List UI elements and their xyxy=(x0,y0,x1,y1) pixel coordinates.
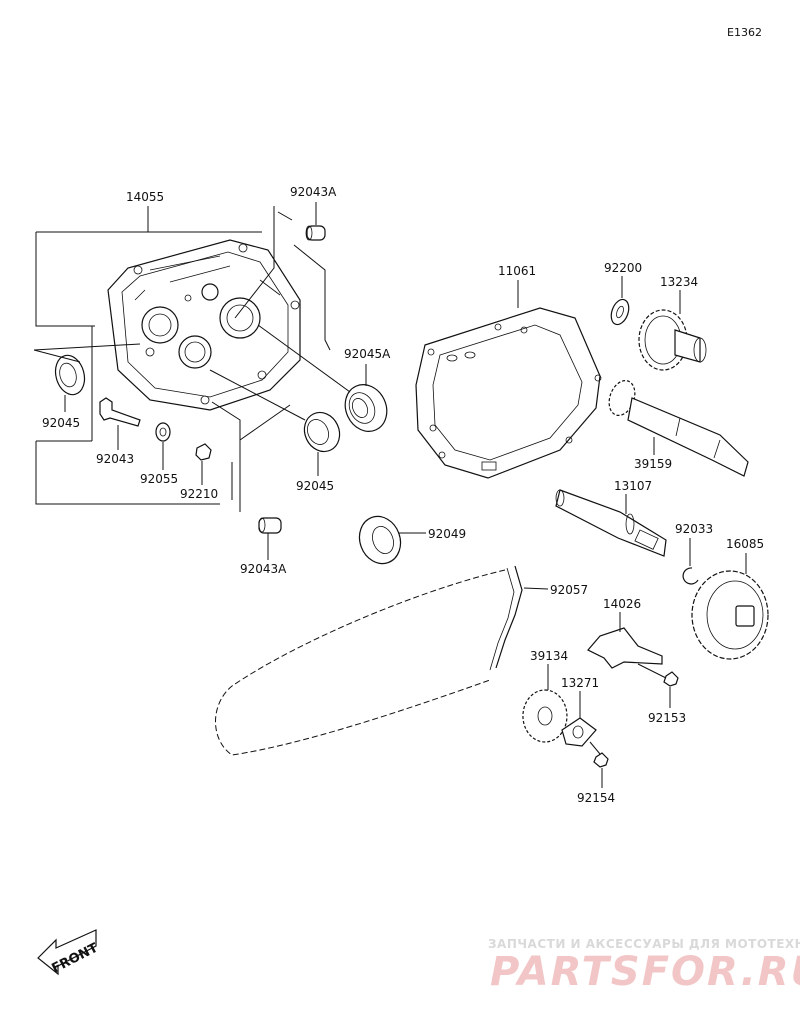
label-92154: 92154 xyxy=(577,791,615,805)
shaft-39159[interactable] xyxy=(605,377,749,477)
label-92049: 92049 xyxy=(428,527,466,541)
dowel-pin-92043A-top[interactable] xyxy=(305,225,326,241)
label-92153: 92153 xyxy=(648,711,686,725)
bolt-92154[interactable] xyxy=(593,752,609,768)
washer-92200[interactable] xyxy=(608,297,632,327)
label-16085: 16085 xyxy=(726,537,764,551)
label-92200: 92200 xyxy=(604,261,642,275)
front-direction-arrow: FRONT xyxy=(37,929,101,977)
watermark-tagline: ЗАПЧАСТИ И АКСЕССУАРЫ ДЛЯ МОТОТЕХНИКИ xyxy=(488,937,800,951)
gear-13234[interactable] xyxy=(638,309,707,371)
label-13107: 13107 xyxy=(614,479,652,493)
crankcase-cover-14055[interactable] xyxy=(107,239,301,411)
label-92043: 92043 xyxy=(96,452,134,466)
cover-group-bracket xyxy=(35,206,262,505)
label-92043A-bottom: 92043A xyxy=(240,562,287,576)
label-11061: 11061 xyxy=(498,264,536,278)
label-14026: 14026 xyxy=(603,597,641,611)
label-92033: 92033 xyxy=(675,522,713,536)
label-92057: 92057 xyxy=(550,583,588,597)
circlip-92033[interactable] xyxy=(682,567,699,585)
gear-16085[interactable] xyxy=(691,570,769,660)
gasket-11061[interactable] xyxy=(415,307,602,479)
shaft-13107[interactable] xyxy=(555,489,667,557)
bearing-92045-left[interactable] xyxy=(51,352,88,398)
label-39134: 39134 xyxy=(530,649,568,663)
label-13271: 13271 xyxy=(561,676,599,690)
watermark: ЗАПЧАСТИ И АКСЕССУАРЫ ДЛЯ МОТОТЕХНИКИ PA… xyxy=(488,937,800,995)
plate-13271[interactable] xyxy=(561,717,597,747)
drive-chain-92057[interactable] xyxy=(215,565,523,756)
label-92045-left: 92045 xyxy=(42,416,80,430)
washer-92055[interactable] xyxy=(155,422,171,442)
label-39159: 39159 xyxy=(634,457,672,471)
bolt-92153[interactable] xyxy=(663,671,679,687)
label-92045-mid: 92045 xyxy=(296,479,334,493)
watermark-brand: PARTSFOR.RU xyxy=(490,949,800,995)
bearing-92045A[interactable] xyxy=(338,378,395,438)
chain-guard-14026[interactable] xyxy=(587,627,663,669)
dowel-pin-92043A-bottom[interactable] xyxy=(258,517,282,534)
oil-seal-92049[interactable] xyxy=(353,511,407,570)
stud-bolt-92043[interactable] xyxy=(99,397,141,427)
label-92045A: 92045A xyxy=(344,347,391,361)
diagram-code: E1362 xyxy=(727,26,762,39)
bearing-92045-mid[interactable] xyxy=(298,407,346,458)
sprocket-39134[interactable] xyxy=(522,689,568,743)
nut-92210[interactable] xyxy=(195,443,212,461)
label-92043A-top: 92043A xyxy=(290,185,337,199)
label-13234: 13234 xyxy=(660,275,698,289)
label-92210: 92210 xyxy=(180,487,218,501)
label-14055: 14055 xyxy=(126,190,164,204)
label-92055: 92055 xyxy=(140,472,178,486)
